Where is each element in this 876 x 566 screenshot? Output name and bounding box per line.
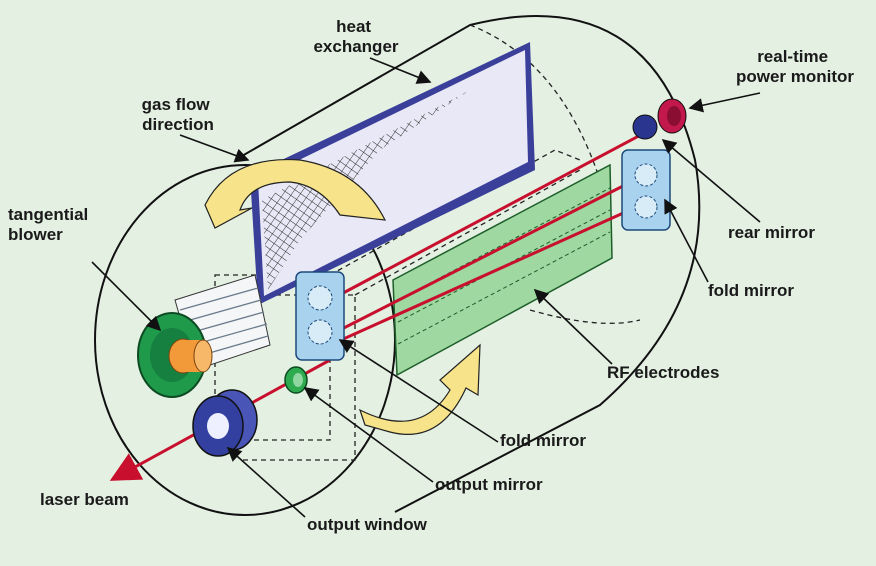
power-monitor-shape: [657, 98, 687, 134]
label-fold-mirror-bottom: fold mirror: [500, 431, 586, 450]
output-window-shape: [192, 389, 258, 457]
fold-mirror-left: [295, 271, 345, 361]
label-fold-mirror-right: fold mirror: [708, 281, 794, 300]
gas-flow-arrow-top: [204, 158, 387, 229]
label-real-time-power-monitor: real-time power monitor: [736, 47, 854, 86]
heat-exchanger: [250, 42, 535, 305]
label-output-mirror: output mirror: [435, 475, 543, 494]
label-rear-mirror: rear mirror: [728, 223, 815, 242]
label-gas-flow-direction: gas flow direction: [142, 95, 215, 134]
label-rf-electrodes: RF electrodes: [607, 363, 719, 382]
label-output-window: output window: [307, 515, 428, 534]
label-tangential-blower: tangential blower: [8, 205, 93, 244]
label-laser-beam: laser beam: [40, 490, 129, 509]
leader-lines: [91, 57, 761, 518]
rear-mirror-shape: [632, 114, 658, 140]
gas-flow-arrow-bottom: [358, 343, 481, 436]
fold-mirror-right: [621, 149, 671, 231]
label-heat-exchanger: heat exchanger: [313, 17, 398, 56]
output-mirror-shape: [284, 366, 308, 394]
tangential-blower-shape: [137, 274, 271, 398]
